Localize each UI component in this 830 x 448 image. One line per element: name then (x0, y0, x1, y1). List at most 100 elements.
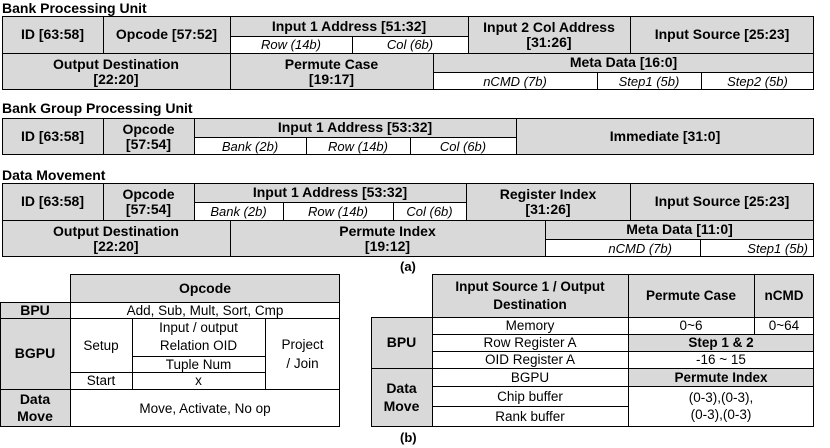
opcode-row-label-bgpu: BGPU (0, 318, 70, 389)
source-table-border (432, 274, 433, 427)
source-rank-buffer: Rank buffer (432, 406, 628, 426)
bpu-input2-field: Input 2 Col Address[31:26] (468, 16, 630, 53)
dm-border (2, 256, 814, 257)
source-table-border (432, 274, 814, 275)
bgpu-bank-subfield: Bank (2b) (194, 137, 306, 155)
bgpu-id-field: ID [63:58] (2, 118, 103, 155)
bgpu-input1-field: Input 1 Address [53:32] (194, 118, 516, 137)
source-table-border (432, 406, 628, 407)
dm-border (813, 183, 814, 257)
opcode-table-border (0, 426, 340, 427)
source-table-header-col2: Permute Case (628, 274, 754, 317)
bgpu-border (2, 118, 814, 119)
dm-border (2, 183, 3, 257)
bgpu-immediate-field: Immediate [31:0] (516, 118, 814, 155)
bgpu-border (410, 137, 411, 155)
bpu-input1-field: Input 1 Address [51:32] (230, 16, 468, 36)
bgpu-border (2, 118, 3, 155)
opcode-bgpu-tuple-num: Tuple Num (132, 356, 265, 372)
opcode-table-border (0, 318, 340, 319)
bpu-input-source-field: Input Source [25:23] (630, 16, 814, 53)
bpu-meta-data-field: Meta Data [16:0] (433, 53, 814, 72)
bgpu-opcode-field: Opcode[57:54] (103, 118, 194, 155)
opcode-bpu-ops: Add, Sub, Mult, Sort, Cmp (70, 302, 340, 318)
dm-register-index-field: Register Index[31:26] (466, 183, 630, 220)
dm-border (230, 220, 231, 257)
bpu-step2-subfield: Step2 (5b) (701, 72, 814, 90)
source-table-border (371, 317, 372, 427)
opcode-bgpu-setup: Setup (70, 318, 132, 372)
opcode-table-border (70, 274, 71, 427)
bgpu-border (103, 118, 104, 155)
source-memory: Memory (432, 317, 628, 334)
source-table-header-col3: nCMD (754, 274, 814, 317)
dm-border (466, 183, 467, 220)
bpu-border (701, 72, 702, 90)
dm-title: Data Movement (2, 167, 106, 183)
dm-input-source-field: Input Source [25:23] (630, 183, 814, 220)
opcode-table-border (339, 274, 340, 427)
source-row-label-bpu: BPU (371, 317, 432, 368)
bgpu-border (194, 118, 195, 155)
source-permute-index-header: Permute Index (628, 368, 814, 386)
source-table-border (371, 368, 814, 369)
source-table-border (432, 386, 814, 387)
source-table-border (432, 351, 814, 352)
source-oid-range: -16 ~ 15 (628, 351, 814, 368)
dm-border (103, 183, 104, 220)
bgpu-row-subfield: Row (14b) (306, 137, 410, 155)
bgpu-col-subfield: Col (6b) (410, 137, 516, 155)
dm-border (545, 239, 814, 240)
bpu-opcode-field: Opcode [57:52] (103, 16, 230, 53)
dm-bank-subfield: Bank (2b) (194, 202, 283, 220)
source-table-border (371, 317, 814, 318)
dm-border (630, 183, 631, 220)
opcode-bgpu-project-join: Project/ Join (265, 318, 340, 389)
bpu-border (352, 36, 353, 53)
source-step-header: Step 1 & 2 (628, 334, 814, 351)
bpu-border (433, 53, 434, 90)
source-table-border (371, 426, 814, 427)
bpu-permute-case-field: Permute Case[19:17] (230, 53, 433, 90)
bpu-col-subfield: Col (6b) (352, 36, 468, 53)
dm-border (2, 220, 814, 221)
dm-border (283, 202, 284, 220)
bpu-border (230, 16, 231, 90)
source-bgpu: BGPU (432, 368, 628, 386)
source-row-register: Row Register A (432, 334, 628, 351)
dm-border (194, 202, 466, 203)
bpu-id-field: ID [63:58] (2, 16, 103, 53)
bpu-title: Bank Processing Unit (2, 0, 147, 16)
source-memory-permute: 0~6 (628, 317, 754, 334)
dm-col-subfield: Col (6b) (393, 202, 466, 220)
opcode-table-border (0, 389, 340, 390)
dm-border (2, 183, 814, 184)
dm-permute-index-field: Permute Index[19:12] (230, 220, 545, 257)
source-memory-ncmd: 0~64 (754, 317, 814, 334)
bpu-step1-subfield: Step1 (5b) (597, 72, 701, 90)
bpu-border (468, 16, 469, 53)
source-chip-buffer: Chip buffer (432, 386, 628, 406)
opcode-table-border (132, 356, 265, 357)
bgpu-border (2, 154, 814, 155)
bpu-border (230, 36, 468, 37)
bpu-row-subfield: Row (14b) (230, 36, 352, 53)
source-table-border (754, 274, 755, 334)
opcode-data-move-ops: Move, Activate, No op (70, 389, 340, 427)
opcode-table-border (0, 302, 1, 427)
source-oid-register: OID Register A (432, 351, 628, 368)
dm-border (194, 183, 195, 220)
bpu-border (597, 72, 598, 90)
bgpu-border (306, 137, 307, 155)
dm-border (545, 220, 546, 257)
opcode-row-label-bpu: BPU (0, 302, 70, 318)
opcode-table-border (132, 318, 133, 389)
dm-meta-data-field: Meta Data [11:0] (545, 220, 814, 239)
bgpu-border (813, 118, 814, 155)
dm-step1-subfield: Step1 (5b) (700, 239, 814, 257)
source-permute-index-values: (0-3),(0-3),(0-3),(0-3) (628, 386, 814, 426)
